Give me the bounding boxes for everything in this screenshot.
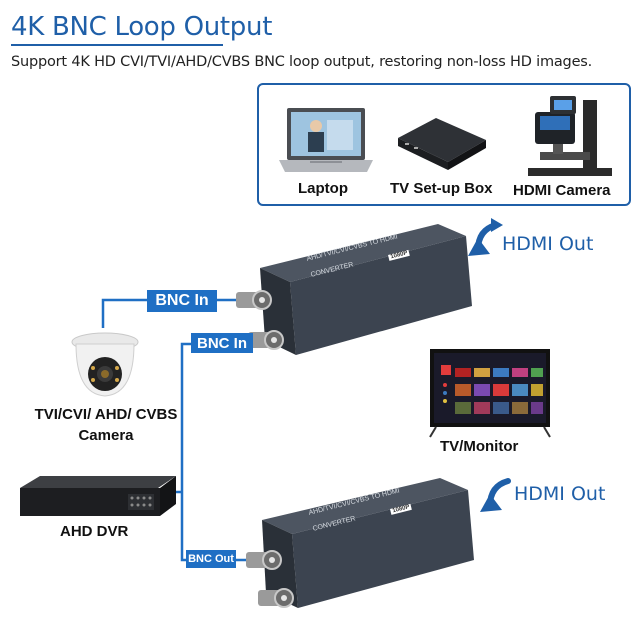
dome-camera-icon <box>72 333 138 396</box>
bnc-in-label-1: BNC In <box>147 290 217 312</box>
bnc-connector-icon <box>248 331 283 349</box>
hdmi-out-label-2: HDMI Out <box>514 483 605 505</box>
camera-label-line2: Camera <box>26 427 186 444</box>
bnc-connector-icon <box>246 551 281 569</box>
settop-box-label: TV Set-up Box <box>390 180 493 197</box>
tv-icon <box>430 349 550 437</box>
hdmi-arrow-icon <box>480 481 508 512</box>
hdmi-camera-label: HDMI Camera <box>513 182 611 199</box>
laptop-label: Laptop <box>298 180 348 197</box>
bnc-connector-icon <box>258 589 293 607</box>
laptop-icon <box>279 108 373 172</box>
dvr-icon <box>20 476 176 516</box>
hdmi-arrow-icon <box>468 218 503 256</box>
dvr-label: AHD DVR <box>60 523 128 540</box>
camera-label-line1: TVI/CVI/ AHD/ CVBS <box>26 406 186 423</box>
bnc-connector-icon <box>236 291 271 309</box>
bnc-out-label: BNC Out <box>186 550 236 568</box>
bnc-in-label-2: BNC In <box>191 333 253 353</box>
tv-label: TV/Monitor <box>440 438 518 455</box>
hdmi-out-label-1: HDMI Out <box>502 233 593 255</box>
